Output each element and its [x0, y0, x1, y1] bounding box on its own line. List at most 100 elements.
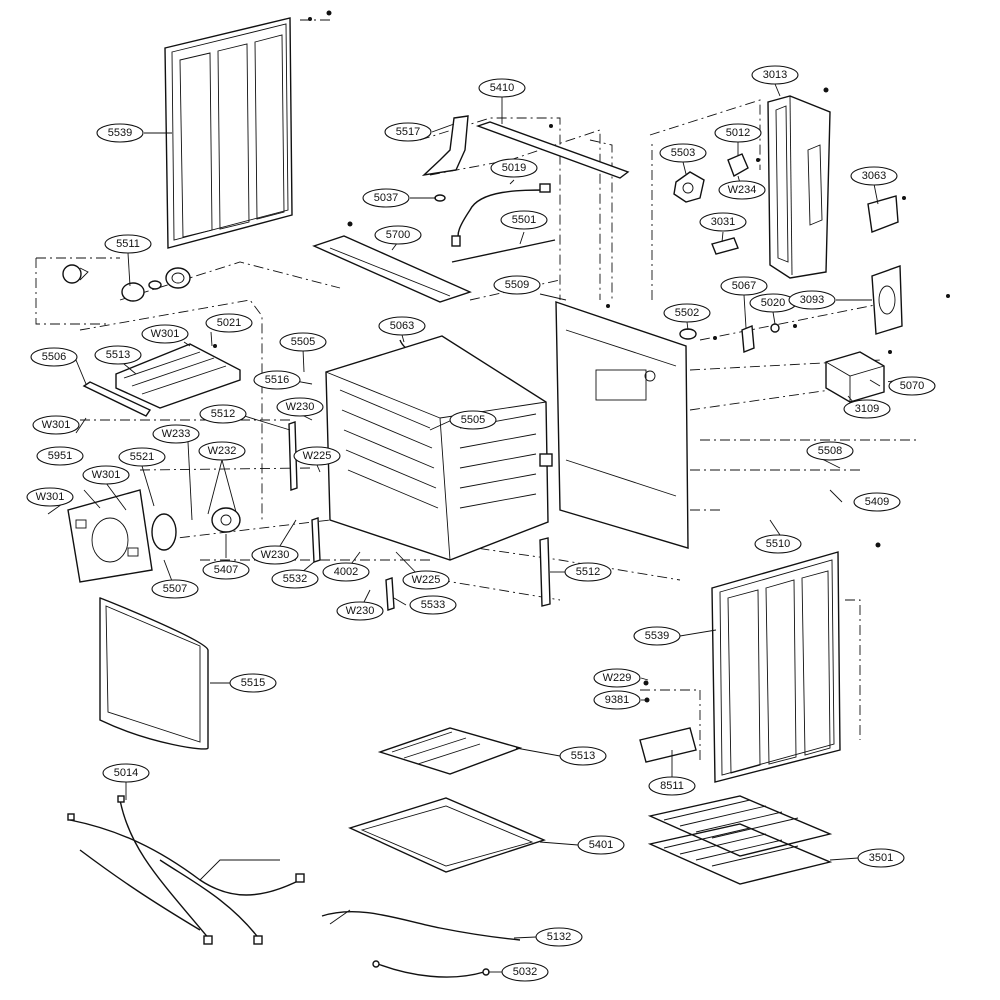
callout-5539a: 5539 [96, 123, 144, 143]
callout-5508: 5508 [806, 441, 854, 461]
callout-W301b: W301 [32, 415, 80, 435]
callout-W301d: W301 [26, 487, 74, 507]
callout-5409: 5409 [853, 492, 901, 512]
svg-text:5019: 5019 [502, 162, 526, 174]
wire-harness-5014 [67, 795, 305, 945]
callout-W234: W234 [718, 180, 766, 200]
callout-5506: 5506 [30, 347, 78, 367]
svg-text:5539: 5539 [108, 127, 132, 139]
bake-element-bottom [377, 727, 523, 775]
callout-5510: 5510 [754, 534, 802, 554]
svg-text:4002: 4002 [334, 566, 358, 578]
callout-5509: 5509 [493, 275, 541, 295]
pin-5532 [311, 517, 321, 563]
callout-5501: 5501 [500, 210, 548, 230]
hinge-bracket [421, 115, 469, 177]
svg-text:5951: 5951 [48, 450, 72, 462]
callout-5539b: 5539 [633, 626, 681, 646]
callout-5532: 5532 [271, 569, 319, 589]
callout-5513a: 5513 [94, 345, 142, 365]
svg-text:5533: 5533 [421, 599, 445, 611]
wire-5132 [321, 909, 521, 941]
callout-5517: 5517 [384, 122, 432, 142]
svg-text:W225: W225 [303, 450, 332, 462]
callout-5019: 5019 [490, 158, 538, 178]
clip-3031 [711, 237, 739, 255]
svg-text:5410: 5410 [490, 82, 514, 94]
front-trim-5951 [67, 489, 153, 583]
callout-5070: 5070 [888, 376, 936, 396]
lamp-assembly [62, 264, 191, 302]
svg-text:5505: 5505 [291, 336, 315, 348]
oven-cavity [325, 335, 553, 561]
callout-5533: 5533 [409, 595, 457, 615]
svg-text:5502: 5502 [675, 307, 699, 319]
svg-text:5409: 5409 [865, 496, 889, 508]
callout-5407: 5407 [202, 560, 250, 580]
fan-ring-5521 [151, 513, 177, 551]
svg-text:W229: W229 [603, 672, 632, 684]
seal-strip-5512-a [288, 421, 298, 491]
svg-text:5511: 5511 [116, 238, 140, 250]
svg-text:5521: 5521 [130, 451, 154, 463]
svg-text:5516: 5516 [265, 374, 289, 386]
svg-text:W225: W225 [412, 574, 441, 586]
svg-text:5132: 5132 [547, 931, 571, 943]
wire-5019 [451, 183, 551, 247]
svg-text:5067: 5067 [732, 280, 756, 292]
callout-5037: 5037 [362, 188, 410, 208]
svg-text:5539: 5539 [645, 630, 669, 642]
callout-W225b: W225 [402, 570, 450, 590]
svg-text:5012: 5012 [726, 127, 750, 139]
svg-text:5063: 5063 [390, 320, 414, 332]
oven-tray-5401 [348, 797, 546, 873]
callout-3031: 3031 [699, 212, 747, 232]
door-panel-bottom [711, 542, 881, 783]
svg-text:W230: W230 [286, 401, 315, 413]
svg-text:5032: 5032 [513, 966, 537, 978]
svg-text:5700: 5700 [386, 229, 410, 241]
callout-5512b: 5512 [564, 562, 612, 582]
svg-text:5512: 5512 [576, 566, 600, 578]
svg-text:5021: 5021 [217, 317, 241, 329]
svg-text:3501: 3501 [869, 852, 893, 864]
callout-5012: 5012 [714, 123, 762, 143]
callout-5502: 5502 [663, 303, 711, 323]
callout-5507: 5507 [151, 579, 199, 599]
callout-W229: W229 [593, 668, 641, 688]
svg-text:W230: W230 [261, 549, 290, 561]
callout-5505b: 5505 [449, 410, 497, 430]
svg-text:5512: 5512 [211, 408, 235, 420]
clip-5020 [770, 323, 797, 333]
callout-5067: 5067 [720, 276, 768, 296]
gasket-5515 [99, 597, 209, 750]
svg-text:3031: 3031 [711, 216, 735, 228]
callout-W301a: W301 [141, 324, 189, 344]
svg-text:5020: 5020 [761, 297, 785, 309]
pin-5533 [385, 577, 395, 611]
switch-5012 [727, 153, 760, 178]
svg-text:3013: 3013 [763, 69, 787, 81]
heater-strip-5506 [82, 381, 152, 417]
bracket-3063 [867, 195, 906, 233]
rod [451, 239, 556, 263]
sensor-5502 [679, 328, 717, 340]
callout-W225a: W225 [293, 446, 341, 466]
oven-racks-3501 [647, 795, 833, 885]
callout-5014: 5014 [102, 763, 150, 783]
callout-W230a: W230 [276, 397, 324, 417]
callout-5516: 5516 [253, 370, 301, 390]
rear-panel [555, 301, 689, 549]
hinge-8511 [639, 680, 697, 763]
broil-element-top [115, 343, 241, 409]
svg-text:5503: 5503 [671, 147, 695, 159]
callout-3093: 3093 [788, 290, 836, 310]
callout-W230c: W230 [336, 601, 384, 621]
svg-text:5509: 5509 [505, 279, 529, 291]
callout-W230b: W230 [251, 545, 299, 565]
callout-5020: 5020 [749, 293, 797, 313]
callout-8511: 8511 [648, 776, 696, 796]
callout-5515: 5515 [229, 673, 277, 693]
svg-text:5517: 5517 [396, 126, 420, 138]
